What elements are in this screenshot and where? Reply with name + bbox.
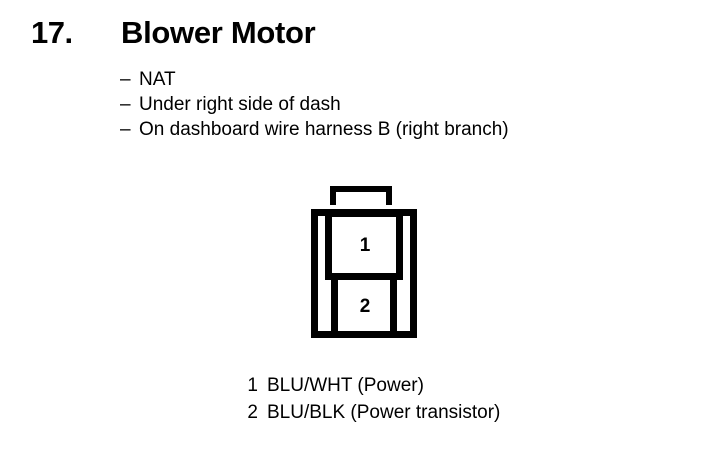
legend-row: 1 BLU/WHT (Power) [200,372,620,399]
connector-diagram: 1 2 [305,180,425,342]
bullet-dash-icon: – [120,69,131,90]
item-number: 17. [31,15,73,50]
cavity-1-number: 1 [359,235,371,256]
notes-list: – NAT – Under right side of dash – On da… [120,67,680,142]
note-text: NAT [139,69,176,90]
legend-row: 2 BLU/BLK (Power transistor) [200,399,620,426]
cavity-2-number: 2 [359,296,371,317]
note-item: – Under right side of dash [120,92,680,117]
note-text: Under right side of dash [139,94,341,115]
connector-drawing [311,186,417,338]
note-text: On dashboard wire harness B (right branc… [139,119,509,140]
locking-tab-icon [330,186,392,205]
page-title: Blower Motor [121,15,316,50]
legend-pin-number: 2 [247,402,258,423]
bullet-dash-icon: – [120,119,131,140]
legend-pin-number: 1 [247,375,258,396]
legend-pin-description: BLU/WHT (Power) [267,375,424,396]
note-item: – NAT [120,67,680,92]
cavity-2-outline [331,273,397,338]
legend-pin-description: BLU/BLK (Power transistor) [267,402,501,423]
note-item: – On dashboard wire harness B (right bra… [120,117,680,142]
bullet-dash-icon: – [120,94,131,115]
pin-legend: 1 BLU/WHT (Power) 2 BLU/BLK (Power trans… [200,372,620,426]
